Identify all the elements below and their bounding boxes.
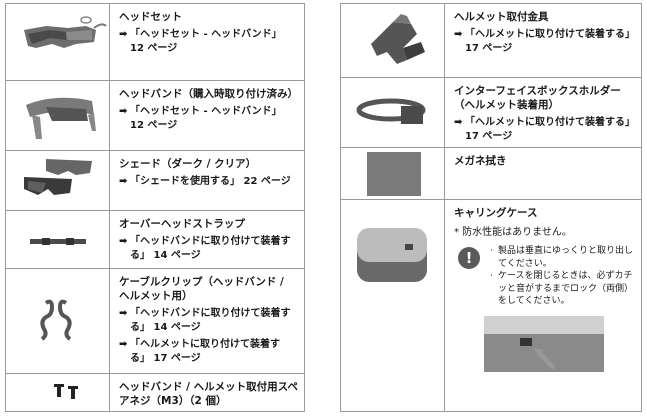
reference-link[interactable]: 「ヘッドセット - ヘッドバンド」 12 ページ: [130, 106, 282, 131]
row-overhead-strap: オーバーヘッドストラップ ➡ 「ヘッドバンドに取り付けて装着する」 14 ページ: [6, 211, 304, 269]
image-cell: [341, 200, 445, 411]
item-name: ヘッドセット: [119, 11, 182, 23]
bullet-icon: ·: [490, 246, 493, 256]
arrow-right-icon: ➡: [119, 339, 128, 350]
reference-link[interactable]: 「ヘルメットに取り付けて装着する」 17 ページ: [465, 117, 635, 142]
headset-image: [24, 16, 107, 48]
accessory-table-right: ヘルメット取付金具 ➡ 「ヘルメットに取り付けて装着する」 17 ページ インタ…: [340, 3, 642, 412]
item-name: シェード（ダーク / クリア）: [119, 158, 257, 170]
page-reference: ➡ 「ヘッドセット - ヘッドバンド」 12 ページ: [119, 28, 298, 55]
reference-link[interactable]: 「ヘッドバンドに取り付けて装着する」 14 ページ: [130, 236, 291, 261]
overhead-strap-image: [30, 238, 86, 245]
row-interface-box-holder: インターフェイスボックスホルダー（ヘルメット装着用） ➡ 「ヘルメットに取り付け…: [341, 78, 641, 148]
item-name: ケーブルクリップ（ヘッドバンド / ヘルメット用）: [119, 276, 284, 302]
arrow-right-icon: ➡: [119, 176, 128, 187]
caution-text: 製品は垂直にゆっくりと取り出してください。: [498, 246, 634, 269]
row-helmet-bracket: ヘルメット取付金具 ➡ 「ヘルメットに取り付けて装着する」 17 ページ: [341, 4, 641, 78]
headband-image: [26, 97, 96, 139]
caution-icon: !: [458, 247, 480, 269]
screw-image: [54, 384, 78, 399]
arrow-right-icon: ➡: [454, 117, 463, 128]
interface-box-holder-image: [356, 98, 426, 124]
cable-clip-image: [40, 299, 72, 341]
arrow-right-icon: ➡: [119, 29, 128, 40]
page-reference: ➡ 「ヘルメットに取り付けて装着する」 17 ページ: [119, 338, 298, 365]
image-cell: [6, 269, 110, 373]
caution-text: ケースを閉じるときは、必ずカチッと音がするまでロック（両側）をしてください。: [498, 271, 634, 306]
item-name: ヘッドバンド（購入時取り付け済み）: [119, 88, 299, 100]
item-name: キャリングケース: [454, 207, 538, 219]
image-cell: [341, 4, 445, 77]
image-cell: [6, 374, 110, 411]
caution-list: · 製品は垂直にゆっくりと取り出してください。 · ケースを閉じるときは、必ずカ…: [490, 245, 635, 308]
image-cell: [341, 148, 445, 199]
row-cleaning-cloth: メガネ拭き: [341, 148, 641, 200]
helmet-bracket-image: [371, 14, 425, 64]
reference-link[interactable]: 「ヘッドバンドに取り付けて装着する」 14 ページ: [130, 308, 291, 333]
caution-item: · 製品は垂直にゆっくりと取り出してください。: [490, 245, 635, 270]
page-reference: ➡ 「ヘルメットに取り付けて装着する」 17 ページ: [454, 28, 635, 55]
row-spare-screws: ヘッドバンド / ヘルメット取付用スペアネジ（M3）（2 個）: [6, 374, 304, 411]
row-headset: ヘッドセット ➡ 「ヘッドセット - ヘッドバンド」 12 ページ: [6, 4, 304, 81]
page-reference: ➡ 「ヘッドバンドに取り付けて装着する」 14 ページ: [119, 235, 298, 262]
caution-block: ! · 製品は垂直にゆっくりと取り出してください。 · ケースを閉じるときは、必…: [454, 245, 635, 308]
reference-link[interactable]: 「ヘルメットに取り付けて装着する」 17 ページ: [465, 29, 635, 54]
page-reference: ➡ 「ヘルメットに取り付けて装着する」 17 ページ: [454, 116, 635, 143]
arrow-right-icon: ➡: [454, 29, 463, 40]
arrow-right-icon: ➡: [119, 106, 128, 117]
row-headband: ヘッドバンド（購入時取り付け済み） ➡ 「ヘッドセット - ヘッドバンド」 12…: [6, 81, 304, 151]
bullet-icon: ·: [490, 271, 493, 281]
carrying-case-image: [357, 228, 427, 282]
waterproof-note: * 防水性能はありません。: [454, 227, 572, 238]
shade-image: [24, 159, 92, 195]
item-name: メガネ拭き: [454, 155, 507, 167]
page-reference: ➡ 「ヘッドバンドに取り付けて装着する」 14 ページ: [119, 307, 298, 334]
page-reference: ➡ 「ヘッドセット - ヘッドバンド」 12 ページ: [119, 105, 298, 132]
image-cell: [341, 78, 445, 147]
row-shade: シェード（ダーク / クリア） ➡ 「シェードを使用する」 22 ページ: [6, 151, 304, 211]
arrow-right-icon: ➡: [119, 236, 128, 247]
item-name: ヘッドバンド / ヘルメット取付用スペアネジ（M3）（2 個）: [119, 381, 298, 407]
page-reference: ➡ 「シェードを使用する」 22 ページ: [119, 175, 298, 189]
cleaning-cloth-image: [367, 152, 421, 196]
reference-link[interactable]: 「ヘルメットに取り付けて装着する」 17 ページ: [130, 339, 280, 364]
image-cell: [6, 151, 110, 210]
accessory-table-left: ヘッドセット ➡ 「ヘッドセット - ヘッドバンド」 12 ページ ヘッドバンド…: [5, 3, 305, 412]
arrow-right-icon: ➡: [119, 308, 128, 319]
reference-link[interactable]: 「シェードを使用する」 22 ページ: [130, 176, 291, 187]
item-name: オーバーヘッドストラップ: [119, 218, 245, 230]
item-name: ヘルメット取付金具: [454, 11, 549, 23]
image-cell: [6, 211, 110, 268]
row-carrying-case: キャリングケース * 防水性能はありません。 ! · 製品は垂直にゆっくりと取り…: [341, 200, 641, 411]
image-cell: [6, 4, 110, 80]
image-cell: [6, 81, 110, 150]
reference-link[interactable]: 「ヘッドセット - ヘッドバンド」 12 ページ: [130, 29, 282, 54]
case-latch-photo: [484, 315, 604, 372]
item-name: インターフェイスボックスホルダー（ヘルメット装着用）: [454, 85, 621, 111]
caution-item: · ケースを閉じるときは、必ずカチッと音がするまでロック（両側）をしてください。: [490, 270, 635, 308]
row-cable-clip: ケーブルクリップ（ヘッドバンド / ヘルメット用） ➡ 「ヘッドバンドに取り付け…: [6, 269, 304, 374]
